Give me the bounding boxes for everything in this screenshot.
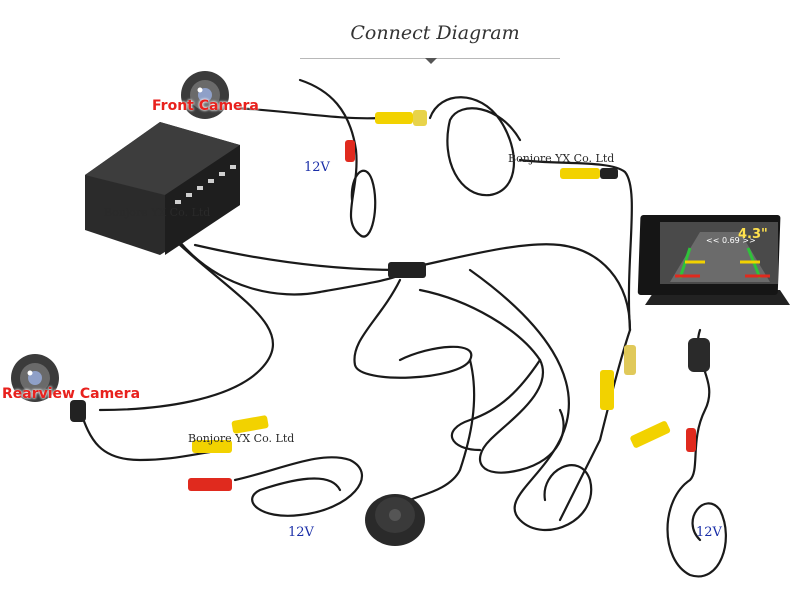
video-extension-coil <box>428 96 522 197</box>
watermark-text: Bonjore YX Co. Ltd <box>188 432 295 445</box>
monitor-screen-size: 4.3" <box>738 227 768 242</box>
rear-camera-cable <box>78 408 212 462</box>
monitor <box>637 215 790 305</box>
front-camera-label: Front Camera <box>152 98 259 114</box>
buzzer <box>365 494 425 546</box>
camera-icon <box>181 71 229 119</box>
rca-connectors <box>188 110 696 491</box>
power-coil-bottom <box>468 268 593 532</box>
front-power-cable <box>298 78 377 238</box>
video-coil-center <box>418 288 565 474</box>
title-underline-notch <box>425 58 437 64</box>
rear-camera-body <box>70 400 86 422</box>
cables <box>78 78 727 578</box>
monitor-distance-readout: << 0.69 >> <box>706 236 756 245</box>
front-camera-cable <box>234 106 382 120</box>
power-label: 12V <box>288 525 314 540</box>
power-label: 12V <box>304 160 330 175</box>
camera-icon <box>11 354 59 402</box>
cable-splitter <box>388 262 426 278</box>
rearview-camera-label: Rearview Camera <box>2 386 141 402</box>
monitor-plug <box>688 338 710 372</box>
control-box <box>85 122 240 255</box>
watermark-text: Bonjore YX Co. Ltd <box>508 152 615 165</box>
rear-power-cable <box>233 456 363 517</box>
diagram-title: Connect Diagram <box>350 22 520 44</box>
monitor-cable <box>666 328 727 578</box>
power-label: 12V <box>696 525 722 540</box>
watermark-text: Bonjore YX Co. Ltd <box>104 206 211 219</box>
buzzer-cable <box>353 278 473 379</box>
control-box-cable <box>193 243 402 272</box>
